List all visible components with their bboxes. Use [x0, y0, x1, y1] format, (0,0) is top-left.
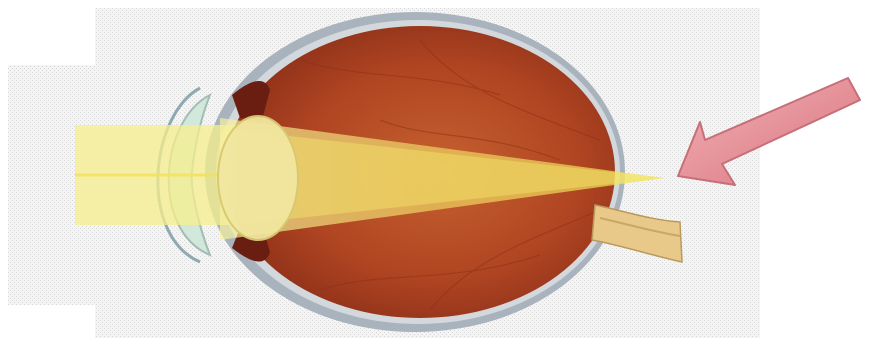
- lens: [218, 116, 298, 240]
